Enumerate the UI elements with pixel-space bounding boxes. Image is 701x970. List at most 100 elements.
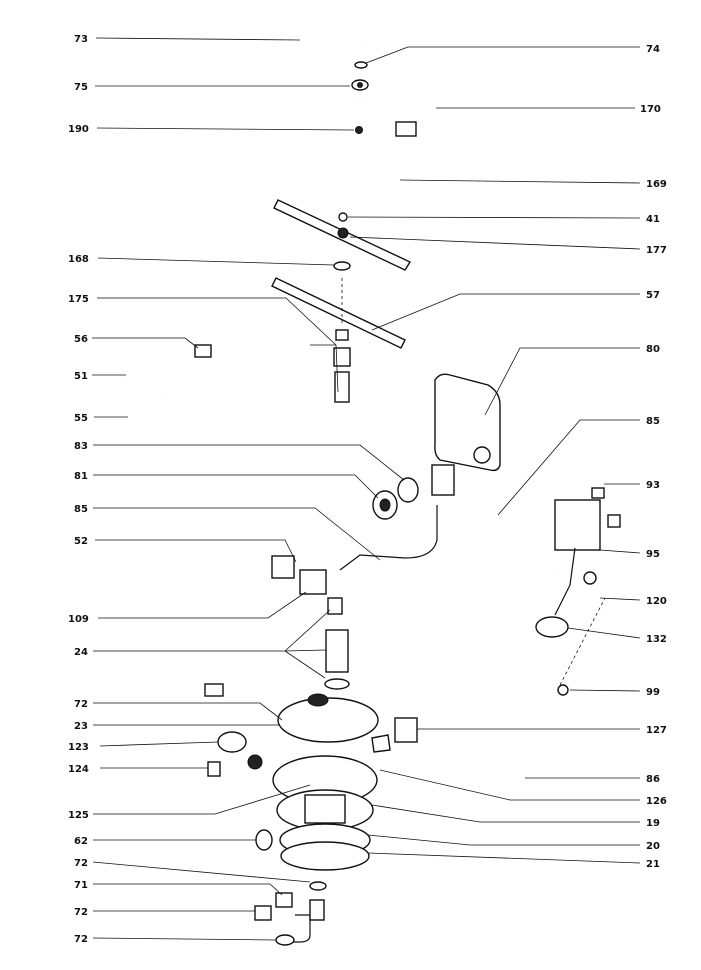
part-19-motor [304, 794, 346, 824]
part-72-clamp-d [275, 934, 295, 946]
callout-21: 21 [646, 859, 660, 870]
leader-168 [97, 257, 335, 266]
callout-126: 126 [646, 796, 667, 807]
callout-23: 23 [74, 721, 88, 732]
part-95-tab [607, 514, 621, 528]
leader-83 [93, 444, 405, 481]
leader-125 [93, 784, 311, 815]
part-175-bushing-c [334, 371, 350, 403]
leader-74 [365, 46, 640, 64]
part-83-oring [397, 477, 419, 503]
part-120-wire [554, 547, 576, 616]
part-85-hose-right-inner [493, 480, 557, 607]
callout-125: 125 [68, 810, 89, 821]
callout-57: 57 [646, 290, 660, 301]
leader-99 [569, 689, 641, 692]
part-95-module [554, 499, 601, 551]
callout-99: 99 [646, 687, 660, 698]
leader-56 [92, 337, 199, 349]
parts-artwork [123, 8, 621, 946]
part-72-clamp-c [254, 905, 272, 921]
part-190-screw [355, 126, 363, 134]
leader-132 [567, 627, 641, 639]
part-123-cap [217, 731, 247, 753]
leader-123 [99, 741, 219, 747]
leader-73 [95, 37, 301, 41]
part-24-filter-mesh [325, 629, 349, 673]
callout-86: 86 [646, 774, 660, 785]
part-51-elbow-inner [123, 367, 165, 396]
callout-75: 75 [74, 82, 88, 93]
part-55-hose [129, 399, 219, 693]
part-24-ring [324, 678, 350, 690]
callout-74: 74 [646, 44, 660, 55]
leader-71 [93, 883, 283, 896]
callout-175: 175 [68, 294, 89, 305]
part-73-pipe [304, 9, 363, 47]
part-93-clip [591, 487, 605, 499]
leader-80 [484, 347, 640, 416]
part-127-pump [394, 717, 418, 743]
callout-72-c: 72 [74, 907, 88, 918]
part-72-clamp-a [204, 683, 224, 697]
part-175-bushing-a [335, 329, 349, 341]
part-132-disc [535, 616, 569, 638]
callout-81: 81 [74, 471, 88, 482]
part-41-washer [338, 212, 348, 222]
part-74-ring [354, 61, 368, 69]
part-80-panel [434, 373, 501, 472]
leader-85r [497, 419, 640, 516]
callout-168: 168 [68, 254, 89, 265]
callout-123: 123 [68, 742, 89, 753]
part-85-hose-left [339, 505, 438, 571]
part-175-bushing-b [333, 347, 351, 367]
leader-169 [399, 179, 641, 184]
part-62-cap [255, 829, 273, 851]
part-72-clamp-b [309, 881, 327, 891]
leader-19 [371, 804, 640, 823]
part-85-hose-right [494, 480, 556, 606]
part-168-nut [333, 261, 351, 271]
callout-62: 62 [74, 836, 88, 847]
callout-72-b: 72 [74, 858, 88, 869]
callout-124: 124 [68, 764, 89, 775]
callout-170: 170 [640, 104, 661, 115]
leader-24 [93, 609, 331, 679]
part-120-connector [583, 571, 597, 585]
callout-labels: 73 74 75 170 190 169 41 177 168 175 57 5… [68, 34, 667, 945]
leader-95 [599, 549, 641, 554]
callout-72-a: 72 [74, 699, 88, 710]
callout-71: 71 [74, 880, 88, 891]
part-57-spray-arm [271, 277, 406, 349]
part-71-pipe [282, 914, 311, 943]
callout-127: 127 [646, 725, 667, 736]
part-170-arm-inner [358, 68, 435, 162]
part-86-hose-inner [524, 690, 596, 782]
leader-190 [96, 127, 355, 131]
part-81-seal-inner [379, 498, 391, 512]
leader-72b [92, 861, 311, 883]
callout-19: 19 [646, 818, 660, 829]
callout-55: 55 [74, 413, 88, 424]
leader-81 [93, 474, 379, 499]
part-75-hub-center [357, 82, 363, 88]
part-123-spring [247, 754, 263, 770]
leader-52 [95, 539, 297, 563]
callout-169: 169 [646, 179, 667, 190]
leader-20 [367, 834, 640, 846]
part-56-hose-inner [198, 350, 270, 607]
part-80-bracket [431, 464, 455, 496]
part-56-clamp [194, 344, 212, 358]
part-21-base [280, 841, 370, 871]
leader-41 [347, 216, 641, 219]
callout-85-right: 85 [646, 416, 660, 427]
leader-175 [97, 297, 339, 393]
callout-56: 56 [74, 334, 88, 345]
part-73-pipe-inner [303, 8, 364, 48]
leader-21 [367, 852, 641, 864]
callout-132: 132 [646, 634, 667, 645]
part-169-tube-inner [337, 129, 407, 202]
callout-20: 20 [646, 841, 660, 852]
part-23-cover-dark [307, 693, 329, 707]
callout-177: 177 [646, 245, 667, 256]
